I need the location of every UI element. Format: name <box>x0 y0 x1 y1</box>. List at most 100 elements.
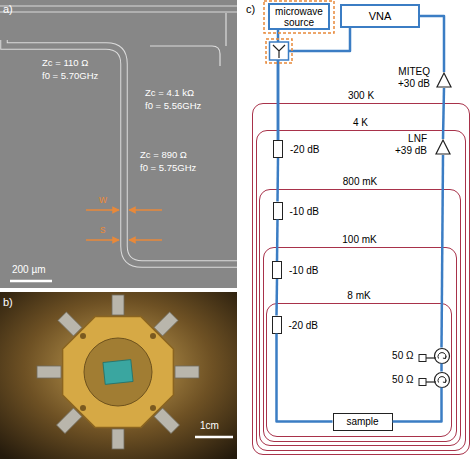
dimension-label: s <box>100 223 106 235</box>
gap-arrow <box>129 239 162 241</box>
panel-label: b) <box>3 296 13 308</box>
signal-line <box>442 155 444 348</box>
termination-symbol <box>419 355 426 362</box>
frequency-label: f0 = 5.70GHz <box>42 71 98 81</box>
frequency-label: f0 = 5.56GHz <box>145 101 201 111</box>
panel-label: a) <box>3 3 13 15</box>
resonator-line <box>4 40 237 264</box>
amplifier-triangle <box>437 73 451 87</box>
temperature-stage: 8 mK-20 dB50 Ω50 Ωsample <box>266 303 452 437</box>
highlight-outline <box>266 39 292 63</box>
temperature-stage: 4 KLNF +39 dB-20 dB800 mK-10 dB100 mK-10… <box>256 130 466 451</box>
stage-label: 100 mK <box>264 234 456 246</box>
amplifier-triangle <box>436 140 450 154</box>
scale-bar <box>195 436 233 439</box>
highlight-outline <box>264 1 334 33</box>
screw <box>80 333 86 339</box>
circulator-outline <box>434 372 450 388</box>
panel-label: c) <box>246 3 255 15</box>
termination-symbol <box>419 379 426 386</box>
node-text: sample <box>346 416 378 427</box>
node-text: -20 dB <box>290 144 340 156</box>
node-text: 50 Ω <box>388 374 414 386</box>
sample-holder <box>63 317 174 428</box>
scale-bar <box>10 280 52 283</box>
micrograph <box>0 0 237 288</box>
photo <box>0 292 237 459</box>
amplifier-outline <box>436 72 452 88</box>
width-arrow <box>86 209 119 211</box>
feedline-gap <box>0 7 237 12</box>
dimension-label: w <box>99 193 107 205</box>
sma-connector <box>175 366 199 378</box>
width-arrow <box>129 209 162 211</box>
sample-box: sample <box>333 413 393 431</box>
node-text: 50 Ω <box>388 350 414 362</box>
resonator-line <box>150 46 220 66</box>
instrument-box: microwave source <box>268 3 330 30</box>
signal-line <box>440 364 443 372</box>
impedance-label: Zc = 890 Ω <box>140 150 187 160</box>
temperature-stage: 100 mK-10 dB8 mK-20 dB50 Ω50 Ωsample <box>263 247 457 442</box>
impedance-label: Zc = 110 Ω <box>42 58 88 68</box>
amplifier-symbol: MITEQ +30 dB <box>436 72 452 88</box>
circulator-outline <box>434 348 450 364</box>
screw <box>150 333 156 339</box>
node-text: -10 dB <box>290 206 340 218</box>
sma-connector <box>154 408 179 433</box>
chip <box>103 360 133 385</box>
scale-label: 200 µm <box>12 264 46 275</box>
node-text: MITEQ +30 dB <box>390 66 430 90</box>
scale-label: 1cm <box>200 420 219 431</box>
signal-line <box>277 334 333 422</box>
circulator-arrow <box>438 352 446 358</box>
signal-line <box>393 388 442 422</box>
signal-line <box>276 220 279 262</box>
termination-wire <box>426 381 436 382</box>
amplifier-outline <box>435 139 451 155</box>
node-text: -20 dB <box>289 320 339 332</box>
temperature-stage: 300 K4 KLNF +39 dB-20 dB800 mK-10 dB100 … <box>252 103 470 455</box>
feedline <box>0 6 237 13</box>
node-text: -10 dB <box>289 265 339 277</box>
attenuator-box: -10 dB <box>272 261 282 279</box>
node-text: VNA <box>369 11 392 22</box>
stage-label: 8 mK <box>267 290 451 302</box>
circulator-circle <box>434 372 449 387</box>
stage-label: 300 K <box>253 90 469 102</box>
node-text: LNF +39 dB <box>391 133 427 157</box>
resonator-line <box>225 13 226 46</box>
circulator-circle <box>434 348 449 363</box>
circulator-symbol: 50 Ω <box>434 372 450 388</box>
signal-line <box>443 88 444 139</box>
stage-label: 4 K <box>257 117 465 129</box>
node-text: microwave source <box>270 6 328 28</box>
instrument-box: VNA <box>340 4 420 28</box>
signal-line <box>275 279 278 316</box>
gap-arrow <box>86 239 119 241</box>
attenuator-box: -10 dB <box>273 202 283 220</box>
amplifier-symbol: LNF +39 dB <box>435 139 451 155</box>
temperature-stage: 800 mK-10 dB100 mK-10 dB8 mK-20 dB50 Ω50… <box>259 189 461 446</box>
holder-pocket <box>84 338 152 406</box>
combiner-symbol <box>270 42 289 60</box>
frequency-label: f0 = 5.75GHz <box>140 163 196 173</box>
circulator-arrow <box>438 376 446 382</box>
screw <box>150 405 156 411</box>
circulator-symbol: 50 Ω <box>434 348 450 364</box>
signal-line <box>276 158 279 202</box>
attenuator-box: -20 dB <box>273 140 283 158</box>
resonator-gap <box>4 40 237 264</box>
screw <box>80 405 86 411</box>
sma-connector <box>112 295 124 315</box>
impedance-label: Zc = 4.1 kΩ <box>145 88 194 98</box>
signal-line <box>420 16 444 72</box>
combiner-y <box>273 45 285 58</box>
stage-label: 800 mK <box>260 176 460 188</box>
sma-connector <box>112 429 124 449</box>
